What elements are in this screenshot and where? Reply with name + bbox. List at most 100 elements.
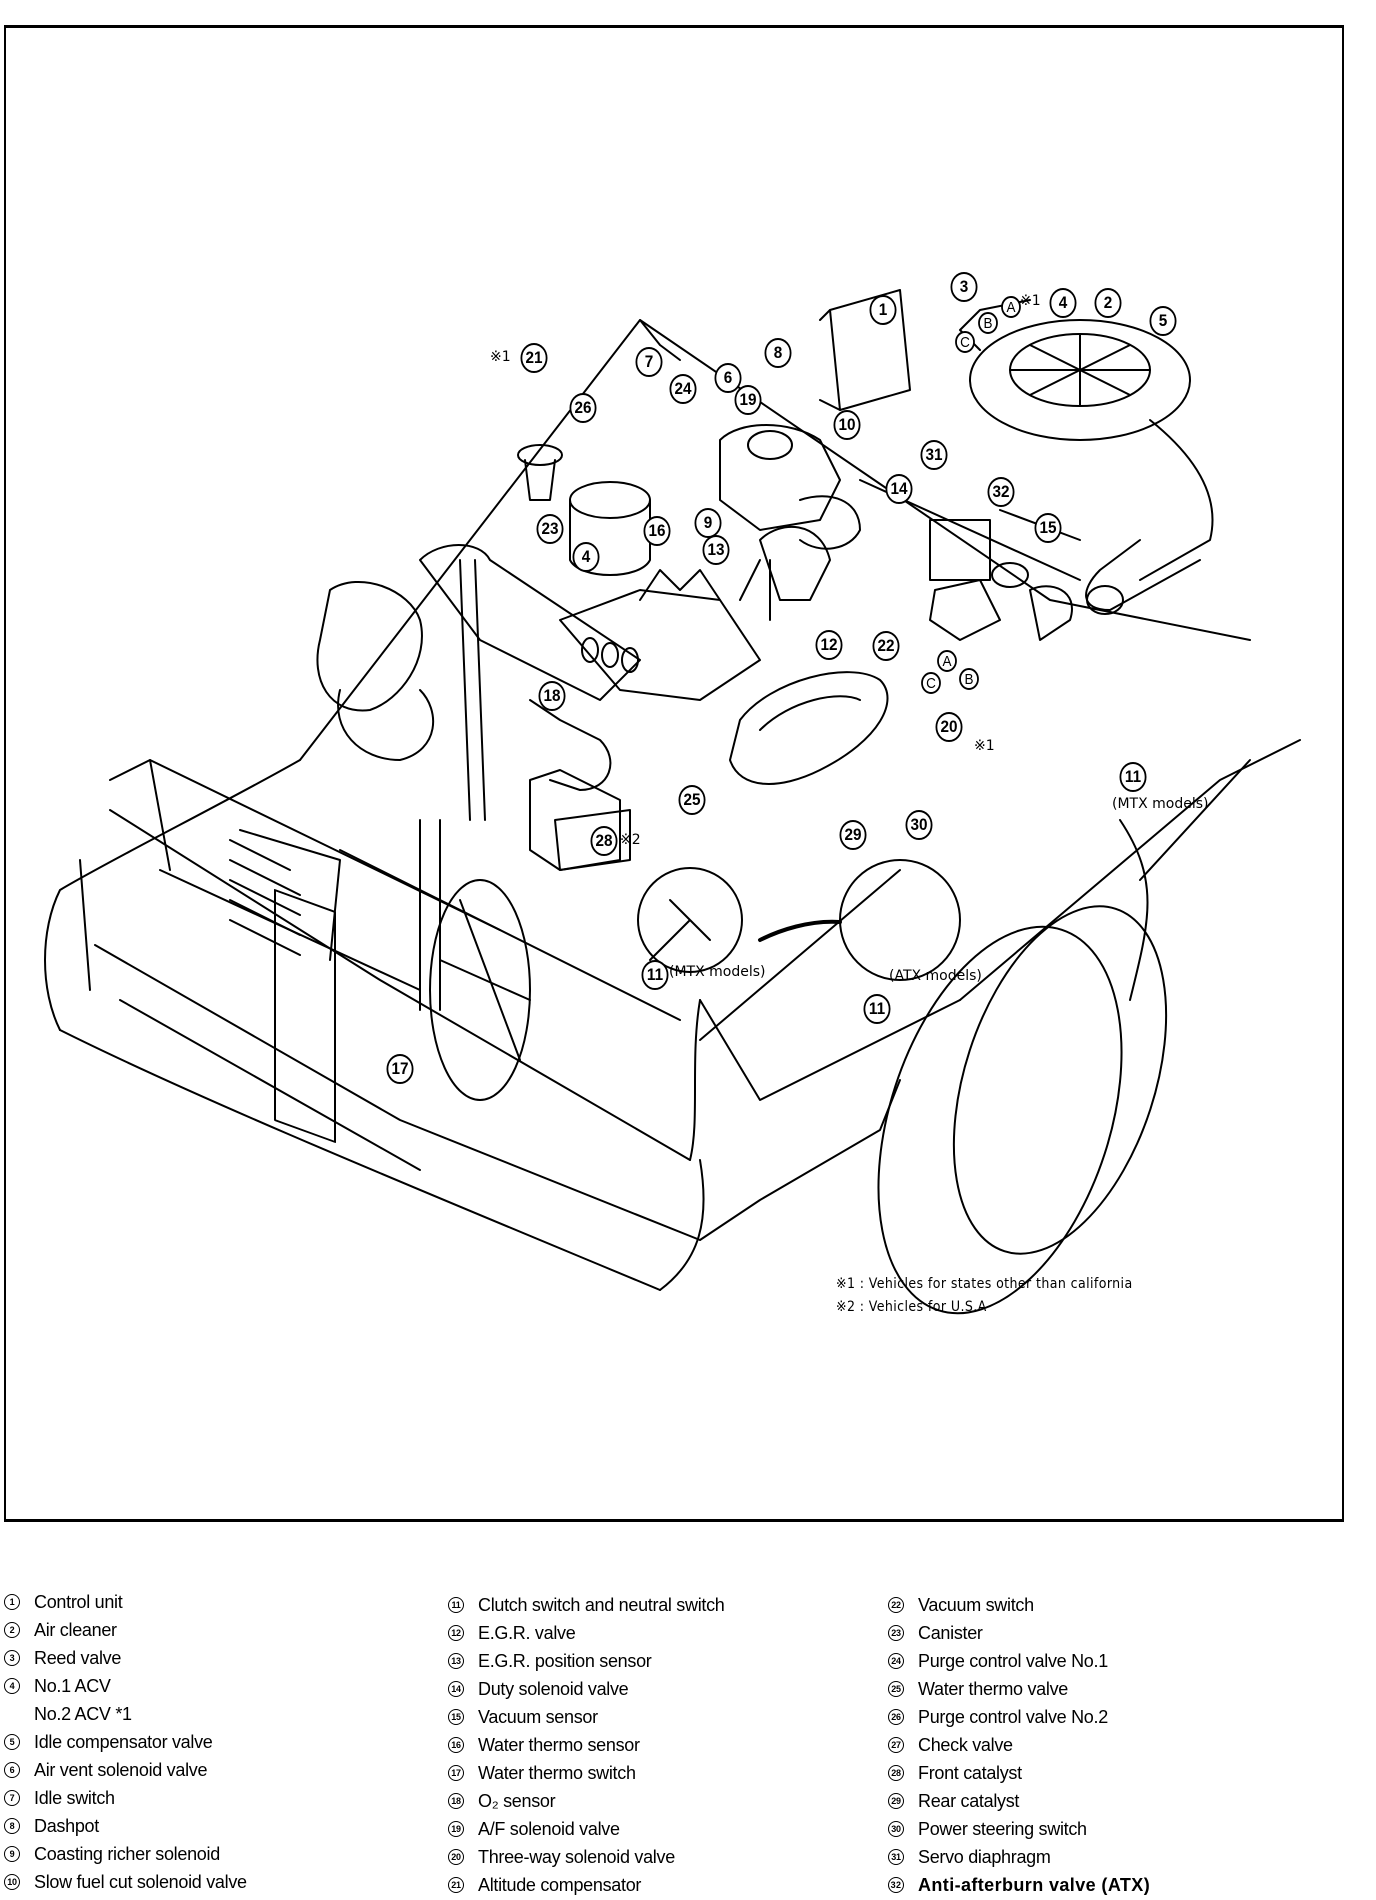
legend-label: Idle switch [34, 1787, 115, 1808]
callout-13: 13 [702, 535, 730, 565]
note1-mark-solenoid: ※1 [974, 738, 995, 754]
legend-label: Idle compensator valve [34, 1731, 213, 1752]
legend-label: No.2 ACV *1 [34, 1703, 132, 1724]
legend-item: 24 Purge control valve No.1 [888, 1647, 1150, 1675]
label-mtx-models-inset: (MTX models) [669, 964, 766, 980]
footnote-1: ※1 : Vehicles for states other than cali… [836, 1276, 1133, 1292]
callout-31: 31 [920, 440, 948, 470]
legend-label: Power steering switch [918, 1818, 1087, 1839]
footnote-2: ※2 : Vehicles for U.S.A [836, 1299, 987, 1315]
legend-item: 5 Idle compensator valve [4, 1728, 247, 1756]
car-body-outline [44, 319, 1301, 1315]
legend-label: No.1 ACV [34, 1675, 111, 1696]
legend-label: Control unit [34, 1591, 123, 1612]
callout-28: 28 [590, 826, 618, 856]
legend-item: 3 Reed valve [4, 1644, 247, 1672]
legend-label: Duty solenoid valve [478, 1678, 629, 1699]
callout-19: 19 [734, 385, 762, 415]
callout-5: 5 [1149, 306, 1177, 336]
legend-number: 28 [888, 1765, 904, 1781]
note1-mark-altitude-compensator: ※1 [490, 349, 511, 365]
callout-16: 16 [643, 516, 671, 546]
callout-24: 24 [669, 374, 697, 404]
legend-number: 24 [888, 1653, 904, 1669]
legend-item-continuation: No.2 ACV *1 [4, 1700, 247, 1728]
legend-number: 14 [448, 1681, 464, 1697]
callout-letter-a-reed: A [1001, 296, 1021, 318]
callout-29: 29 [839, 820, 867, 850]
legend-item: 20 Three-way solenoid valve [448, 1843, 725, 1871]
legend-item: 12 E.G.R. valve [448, 1619, 725, 1647]
legend-label: Clutch switch and neutral switch [478, 1594, 725, 1615]
legend-number: 10 [4, 1874, 20, 1890]
legend-label: E.G.R. position sensor [478, 1650, 652, 1671]
callout-11-mtx: 11 [1119, 762, 1147, 792]
callout-8: 8 [764, 338, 792, 368]
legend-number: 12 [448, 1625, 464, 1641]
legend-number: 3 [4, 1650, 20, 1666]
legend-label: Purge control valve No.2 [918, 1706, 1108, 1727]
note1-mark-acv: ※1 [1020, 293, 1041, 309]
legend-item: 22 Vacuum switch [888, 1591, 1150, 1619]
callout-1: 1 [869, 295, 897, 325]
legend-label: E.G.R. valve [478, 1622, 576, 1643]
legend-number: 7 [4, 1790, 20, 1806]
legend-label: Altitude compensator [478, 1874, 642, 1895]
legend-number: 17 [448, 1765, 464, 1781]
legend-number: 22 [888, 1597, 904, 1613]
legend-label: Water thermo sensor [478, 1734, 640, 1755]
callout-7: 7 [635, 347, 663, 377]
callout-9: 9 [694, 508, 722, 538]
legend-label: Canister [918, 1622, 983, 1643]
callout-letter-a-solenoid: A [937, 650, 957, 672]
legend-label: Three-way solenoid valve [478, 1846, 675, 1867]
callout-4-second: 4 [572, 542, 600, 572]
engine-components [316, 289, 1214, 981]
callout-10: 10 [833, 410, 861, 440]
callout-32: 32 [987, 477, 1015, 507]
legend-label: Vacuum switch [918, 1594, 1034, 1615]
callout-letter-b-reed: B [978, 312, 998, 334]
legend-number: 20 [448, 1849, 464, 1865]
legend-number: 5 [4, 1734, 20, 1750]
callout-23: 23 [536, 514, 564, 544]
legend-label: Air vent solenoid valve [34, 1759, 208, 1780]
legend-label: Coasting richer solenoid [34, 1843, 220, 1864]
legend-label: Water thermo switch [478, 1762, 636, 1783]
callout-15: 15 [1034, 513, 1062, 543]
legend-label: Vacuum sensor [478, 1706, 598, 1727]
callout-3: 3 [950, 272, 978, 302]
legend-number: 19 [448, 1821, 464, 1837]
callout-11-atx: 11 [863, 994, 891, 1024]
legend-label: Reed valve [34, 1647, 122, 1668]
label-atx-models: (ATX models) [889, 968, 982, 984]
callout-21: 21 [520, 343, 548, 373]
legend-number: 32 [888, 1877, 904, 1893]
legend-number: 25 [888, 1681, 904, 1697]
callout-letter-b-solenoid: B [959, 668, 979, 690]
callout-letter-c-reed: C [955, 331, 975, 353]
legend-item: 17 Water thermo switch [448, 1759, 725, 1787]
engine-compartment-illustration [44, 289, 1301, 1315]
legend-label: Purge control valve No.1 [918, 1650, 1108, 1671]
legend-label: A/F solenoid valve [478, 1818, 620, 1839]
callout-18: 18 [538, 681, 566, 711]
legend-label: O₂ sensor [478, 1790, 556, 1811]
callout-6: 6 [714, 363, 742, 393]
legend-number: 31 [888, 1849, 904, 1865]
